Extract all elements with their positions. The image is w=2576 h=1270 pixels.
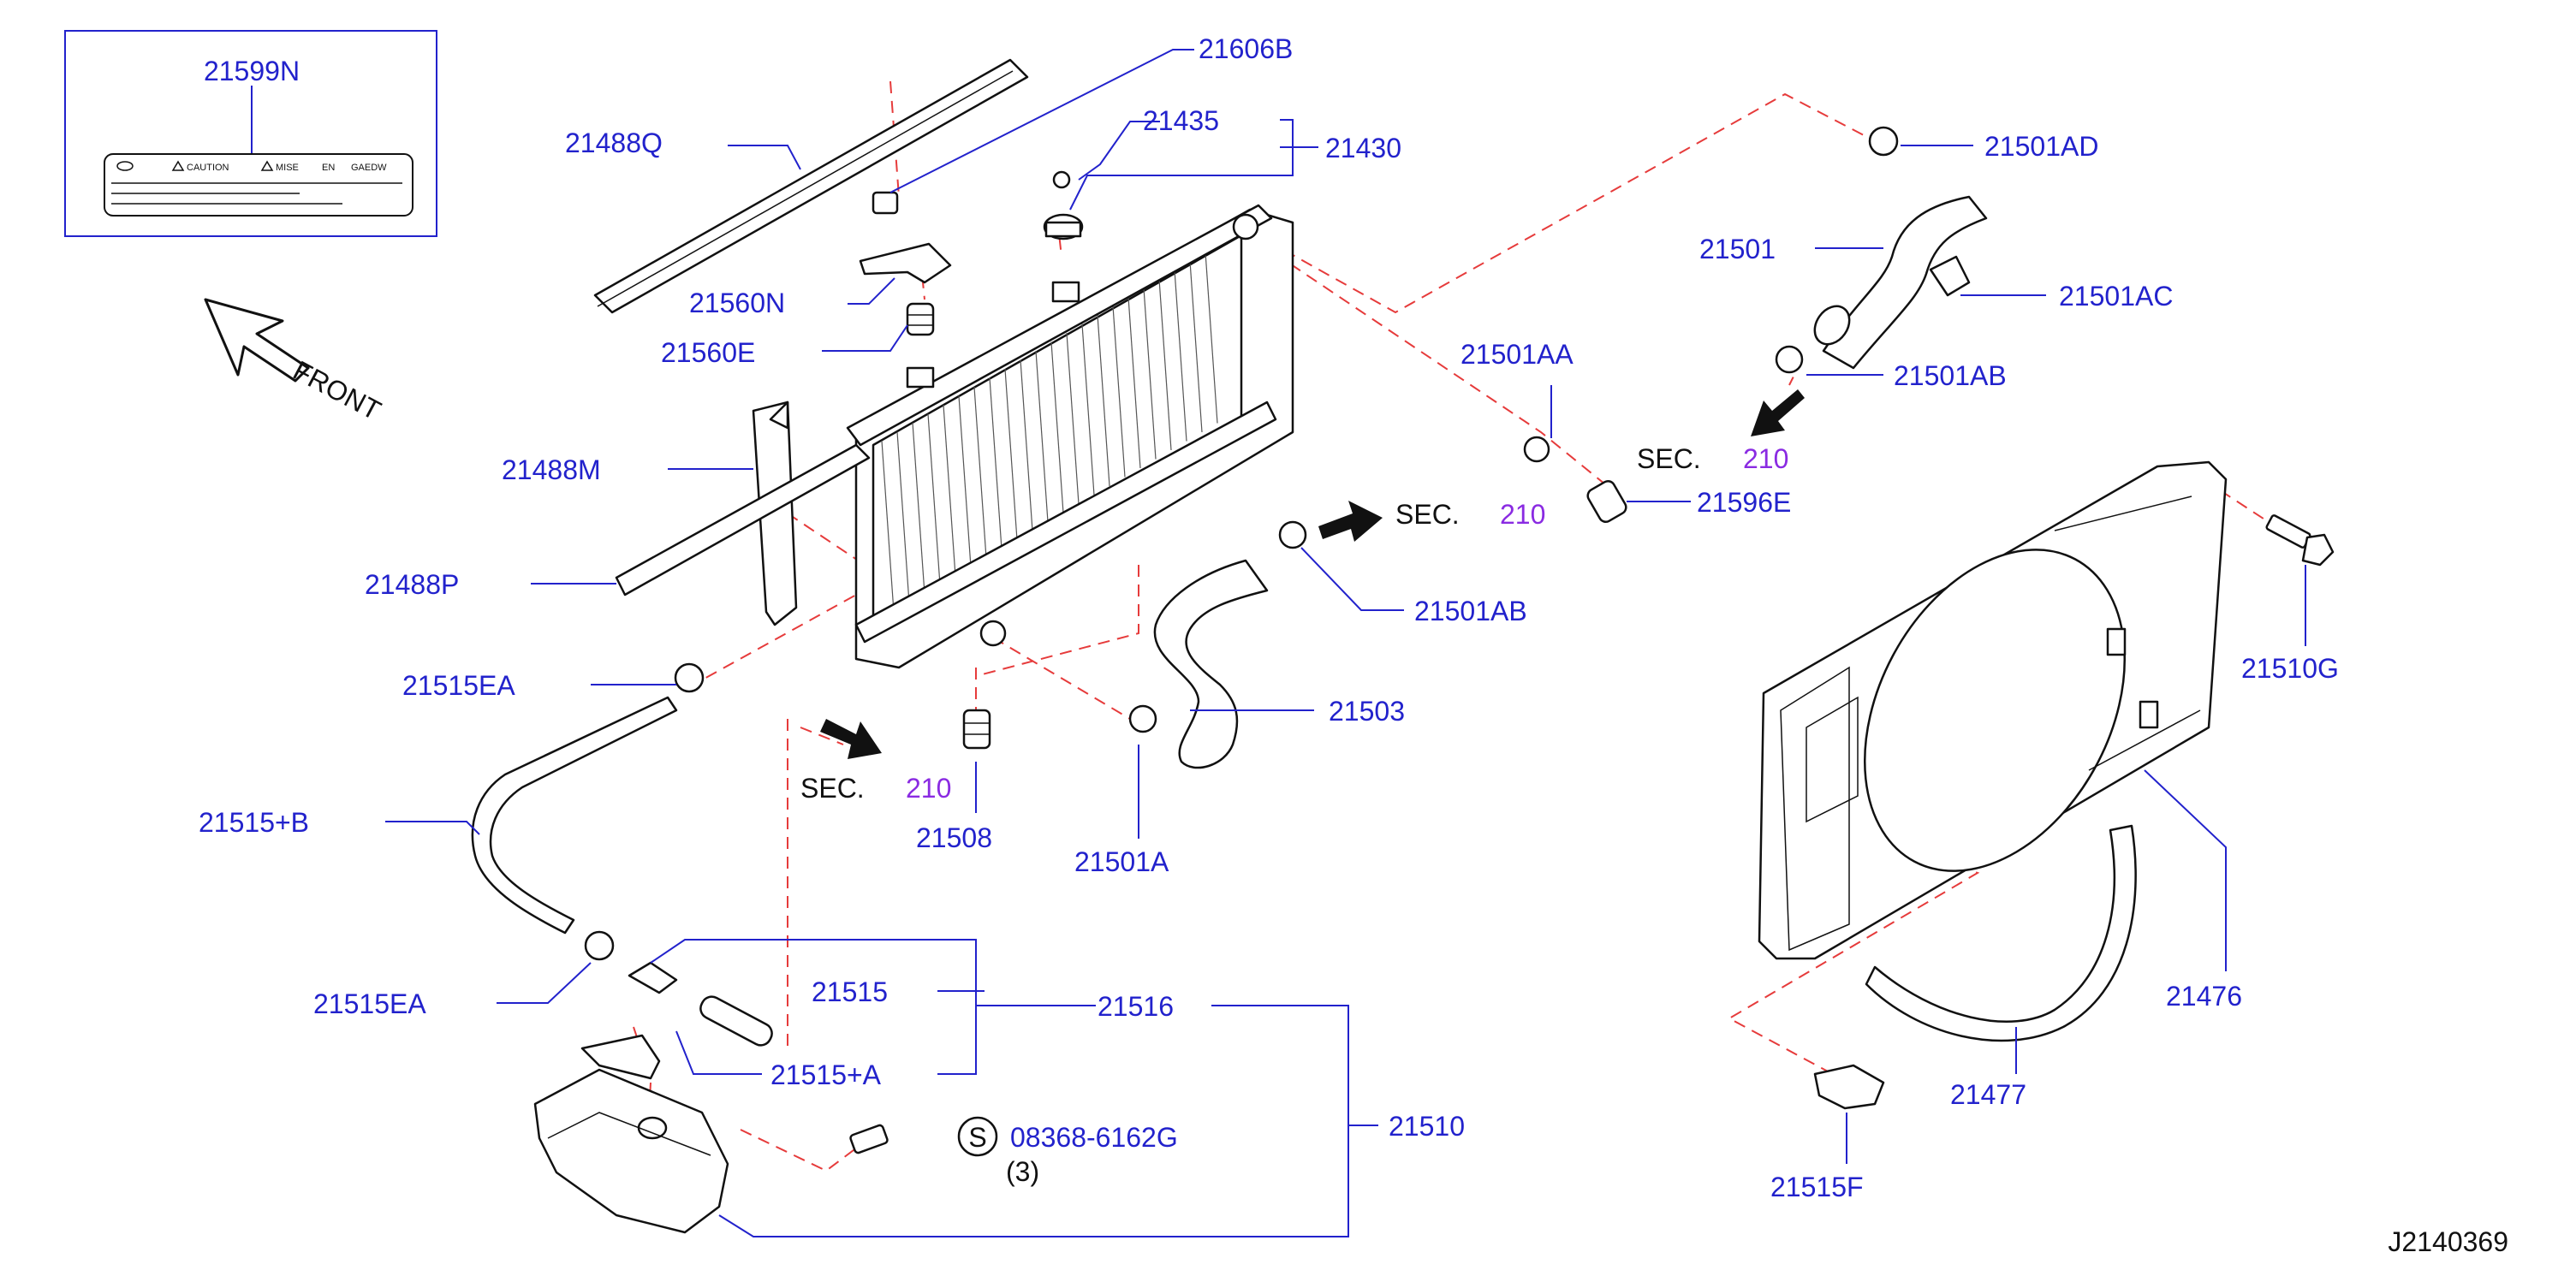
mise-text: MISE — [276, 163, 299, 173]
part-labels: 21606B 21488Q 21435 21430 21560N 21560E … — [199, 33, 2339, 1202]
radiator-fin — [1112, 306, 1126, 478]
seal-21488P-icon — [615, 443, 871, 596]
radiator-fin — [1020, 359, 1033, 531]
radiator-fin — [1004, 368, 1018, 541]
sec-arrow-2-icon — [820, 719, 882, 759]
diagram-id: J2140369 — [2388, 1226, 2508, 1257]
radiator-fin — [1127, 296, 1141, 469]
radiator-icon — [846, 204, 1294, 669]
part-label-21515F: 21515F — [1770, 1172, 1864, 1202]
drain-plug-21508-icon — [962, 709, 991, 750]
part-label-21430: 21430 — [1325, 133, 1401, 163]
radiator-fin — [1035, 350, 1049, 523]
caution-text: CAUTION — [187, 163, 229, 173]
inset-box: 21599N CAUTION MISE EN GAEDW — [64, 30, 437, 237]
part-label-21515EA-bottom: 21515EA — [313, 988, 426, 1019]
radiator-fin — [943, 404, 956, 577]
gaedw-text: GAEDW — [351, 163, 387, 173]
part-label-21515EA-top: 21515EA — [402, 670, 515, 701]
part-label-21488M: 21488M — [502, 454, 601, 485]
part-label-21476: 21476 — [2166, 981, 2242, 1012]
bracket-21606B-icon — [859, 191, 952, 284]
screw-symbol: S — [968, 1122, 986, 1153]
radiator-fin — [912, 422, 925, 595]
part-label-21501AC: 21501AC — [2059, 281, 2173, 312]
reservoir-tank-21510-icon: S — [533, 1068, 998, 1234]
sec-ref-2-text: SEC. — [800, 773, 865, 804]
part-label-21488Q: 21488Q — [565, 128, 663, 158]
part-label-21606B: 21606B — [1199, 33, 1293, 64]
radiator-fin — [989, 377, 1002, 549]
seal-21488Q-icon — [593, 58, 1029, 314]
clip-21515F-icon — [1813, 1064, 1885, 1110]
sec-ref-1-number: 210 — [1500, 499, 1545, 530]
part-label-21477: 21477 — [1950, 1079, 2026, 1110]
hose-21515-icon — [580, 961, 773, 1080]
part-label-21501AD: 21501AD — [1984, 131, 2098, 162]
part-label-21510: 21510 — [1389, 1111, 1465, 1142]
radiator-fin — [973, 386, 987, 559]
radiator-fin — [881, 440, 895, 613]
part-label-21516: 21516 — [1098, 991, 1174, 1022]
part-label-21488P: 21488P — [365, 569, 459, 600]
front-arrow-icon: FRONT — [204, 298, 386, 426]
cap-21430-icon — [1043, 170, 1084, 240]
radiator-fin — [927, 413, 941, 585]
radiator-fin — [1174, 270, 1187, 442]
seal-21488M-icon — [752, 401, 798, 626]
radiator-fin — [896, 431, 910, 603]
radiator-fin — [1066, 332, 1080, 505]
part-label-21501AB-top: 21501AB — [1894, 360, 2007, 391]
part-label-21515: 21515 — [812, 976, 888, 1007]
fan-shroud-21476-icon — [1758, 460, 2228, 960]
sec-ref-1-text: SEC. — [1395, 499, 1460, 530]
radiator-fin — [1081, 323, 1095, 496]
radiator-fin — [1050, 341, 1064, 513]
radiator-fin — [1097, 314, 1110, 487]
section-references: SEC. 210 SEC. 210 SEC. 210 — [800, 443, 1788, 804]
sec-arrow-3-icon — [1751, 389, 1805, 436]
en-text: EN — [322, 163, 335, 173]
hose-21501-icon — [1775, 126, 1988, 374]
sec-ref-3-number: 210 — [1743, 443, 1788, 474]
part-label-21501AB-lower: 21501AB — [1414, 596, 1527, 626]
part-label-21515B: 21515+B — [199, 807, 309, 838]
part-label-21435: 21435 — [1143, 105, 1219, 136]
fan-shroud-21477-icon — [1865, 824, 2137, 1042]
radiator-fin — [1158, 278, 1172, 451]
part-label-21560E: 21560E — [661, 337, 755, 368]
grommet-21560E-icon — [906, 302, 935, 336]
bolt-21510G-icon — [2265, 514, 2335, 567]
part-label-21515A: 21515+A — [770, 1059, 882, 1090]
sec-ref-3-text: SEC. — [1637, 443, 1701, 474]
sec-ref-2-number: 210 — [906, 773, 951, 804]
radiator-fin — [1143, 288, 1157, 460]
part-label-21508: 21508 — [916, 822, 992, 853]
caution-label-icon: CAUTION MISE EN GAEDW — [104, 153, 413, 217]
part-label-21560N: 21560N — [689, 288, 785, 318]
part-label-21599N: 21599N — [204, 56, 300, 86]
screw-note: 08368-6162G (3) — [1006, 1122, 1178, 1187]
part-label-21596E: 21596E — [1697, 487, 1791, 518]
screw-part-number: 08368-6162G — [1010, 1122, 1178, 1153]
part-label-21501: 21501 — [1699, 234, 1776, 264]
sec-arrow-1-icon — [1318, 501, 1383, 542]
screw-quantity: (3) — [1006, 1156, 1039, 1187]
part-label-21510G: 21510G — [2241, 653, 2339, 684]
hose-21503-icon — [1128, 520, 1307, 769]
radiator-fin — [958, 395, 972, 567]
hose-21515B-icon — [471, 662, 705, 961]
radiator-fin — [1205, 252, 1218, 424]
radiator-fin — [1189, 260, 1203, 433]
hose-21596E-icon — [1523, 436, 1627, 524]
leader-lines — [385, 49, 2306, 1237]
front-label: FRONT — [289, 354, 386, 426]
part-label-21501AA: 21501AA — [1461, 339, 1574, 370]
part-label-21501A: 21501A — [1074, 846, 1169, 877]
part-label-21503: 21503 — [1329, 696, 1405, 727]
